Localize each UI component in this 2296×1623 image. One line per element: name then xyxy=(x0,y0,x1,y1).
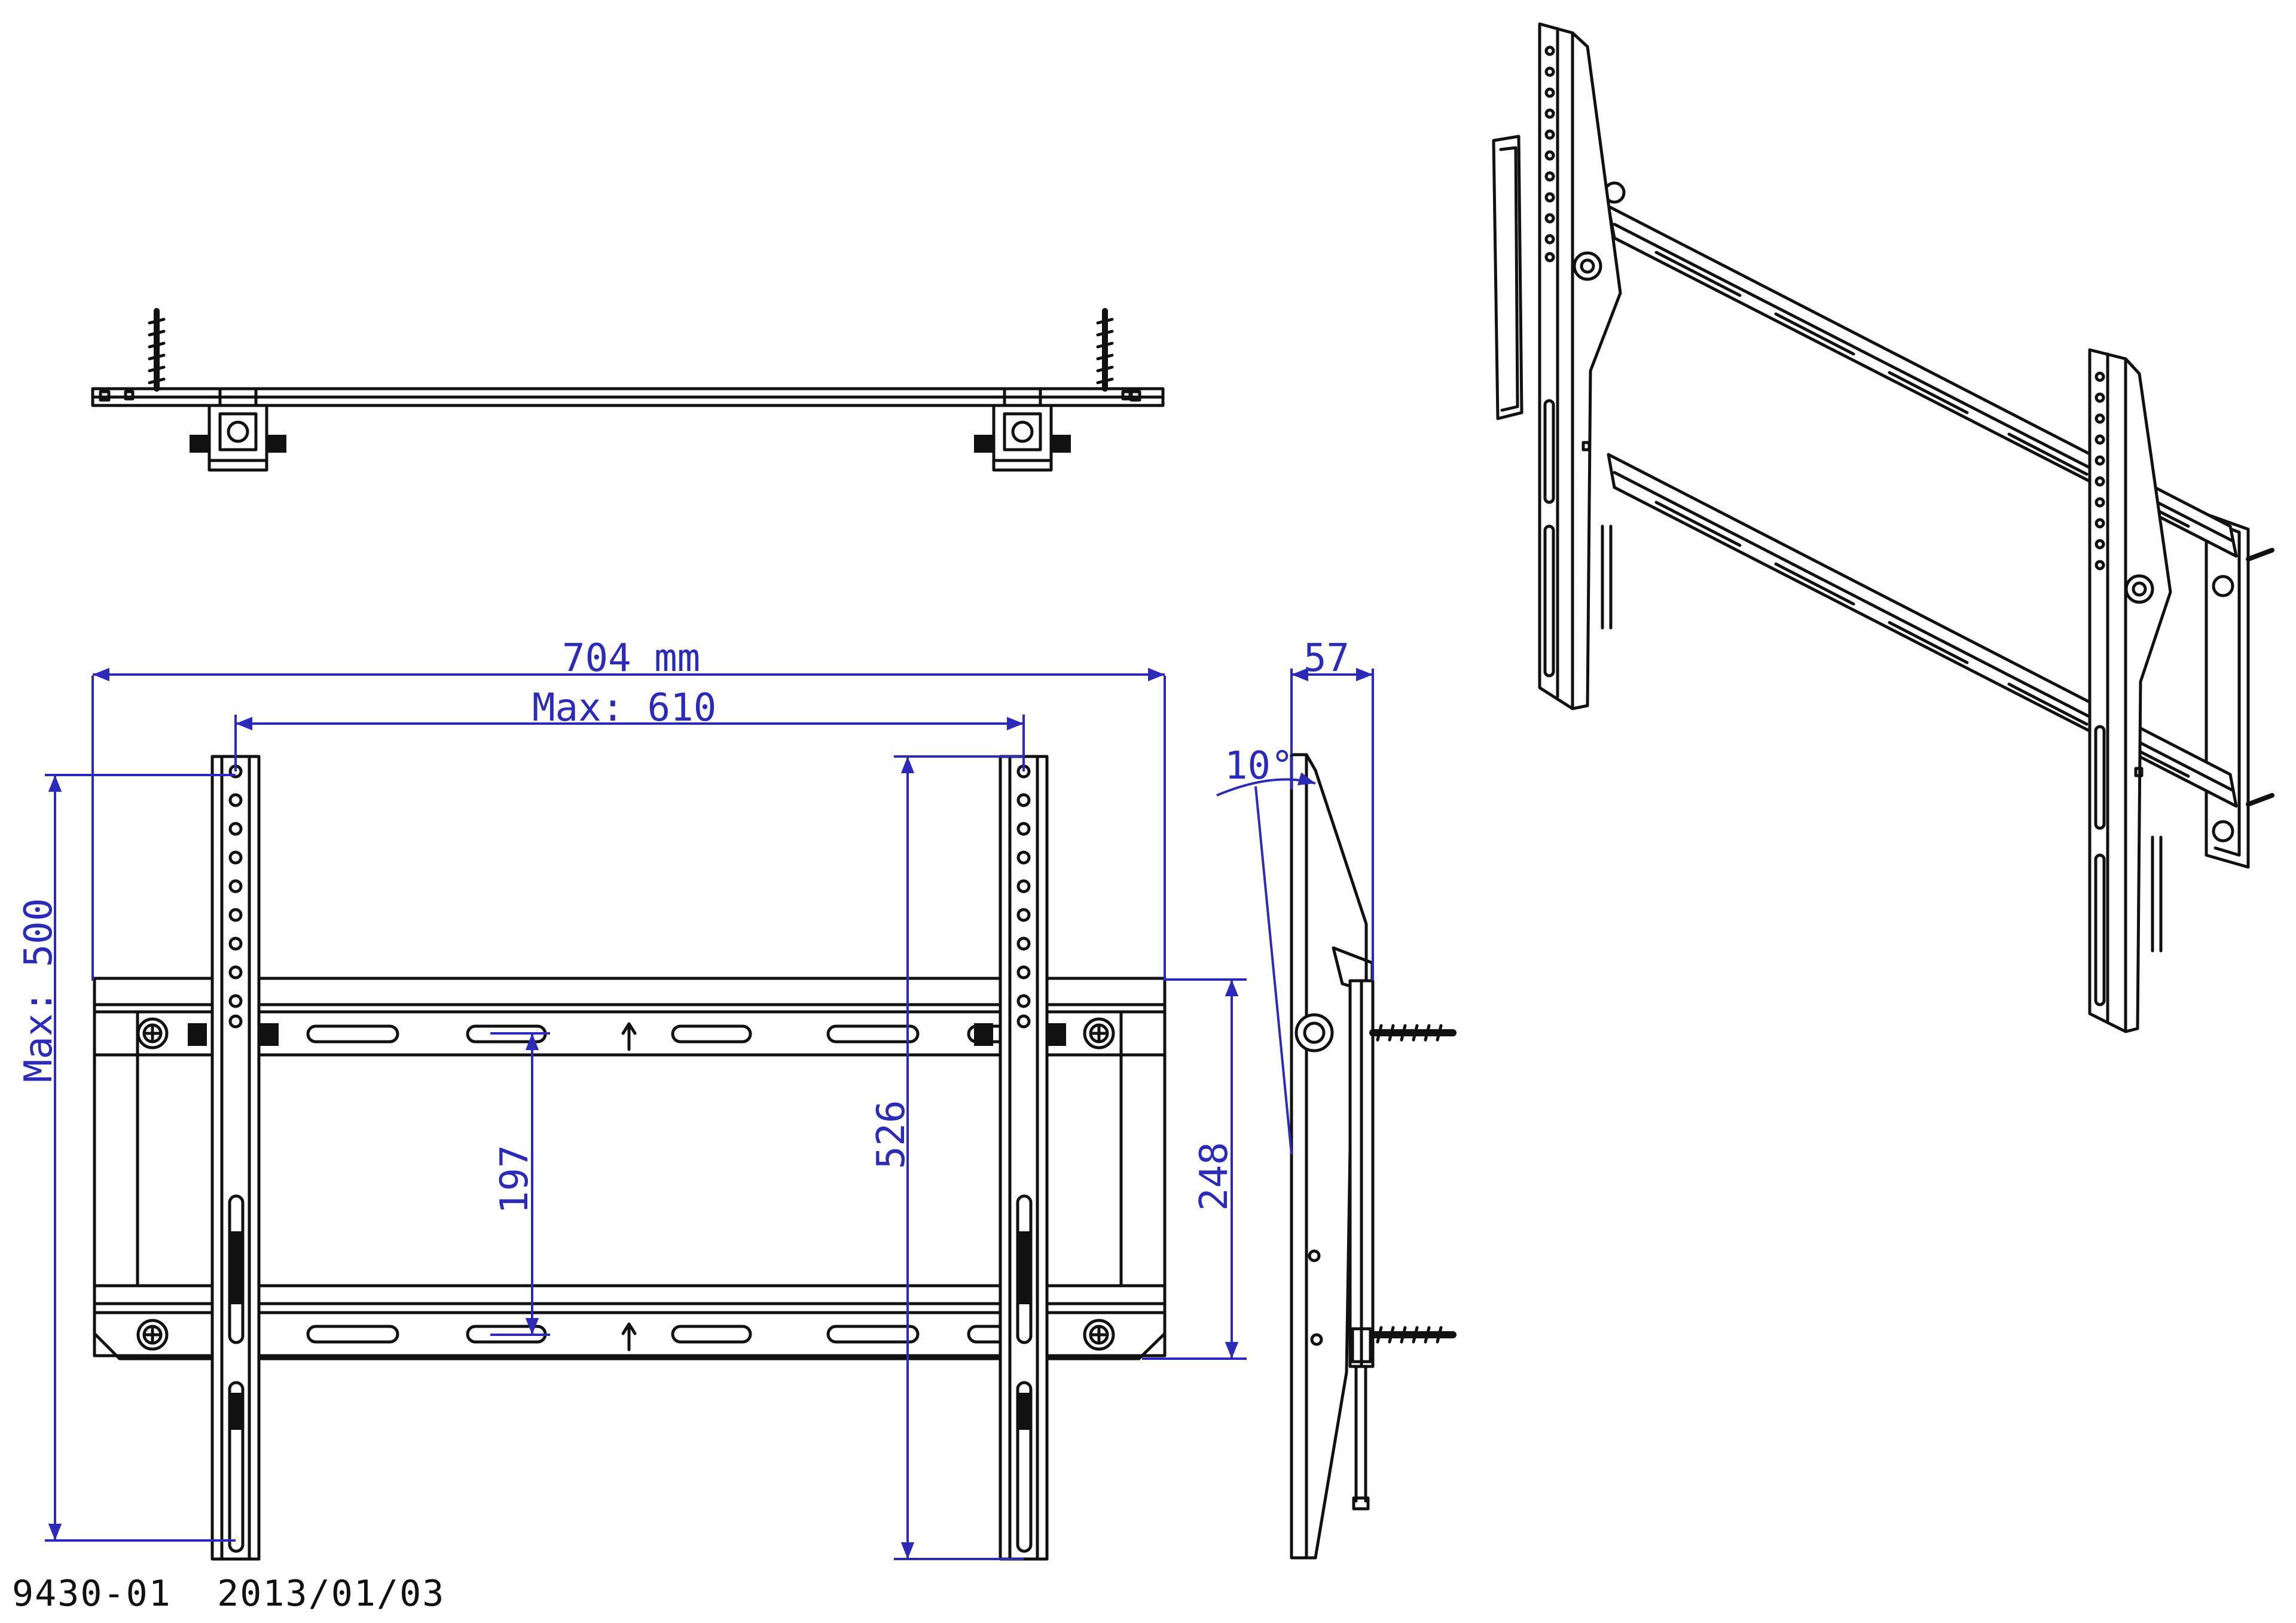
dim-arm-length: 526 xyxy=(869,1100,914,1169)
top-bracket-right xyxy=(974,387,1071,472)
drawing-footer: 9430-01 2013/01/03 xyxy=(12,1573,445,1615)
dimension-labels: 704 mm Max: 610 Max: 500 526 197 248 xyxy=(17,636,1236,1214)
dim-max-horizontal: Max: 610 xyxy=(532,686,716,730)
top-view xyxy=(91,308,1165,472)
side-wall-screw-top xyxy=(1369,1024,1457,1042)
dim-max-vertical: Max: 500 xyxy=(17,898,61,1082)
rail-slots-bottom xyxy=(306,1322,1018,1352)
dim-depth: 57 xyxy=(1303,636,1349,681)
drawing-date: 2013/01/03 xyxy=(217,1573,445,1615)
side-view: 57 10° xyxy=(1216,636,1457,1560)
dimension-lines xyxy=(45,667,1247,1560)
dim-tilt-angle: 10° xyxy=(1225,744,1294,788)
vertical-arm-right xyxy=(999,755,1049,1561)
perspective-view xyxy=(1492,22,2274,1033)
top-bracket-left xyxy=(190,387,286,472)
drawing-code: 9430-01 xyxy=(12,1573,172,1615)
dim-rail-spacing: 197 xyxy=(493,1145,537,1214)
vertical-arm-left xyxy=(210,755,261,1561)
side-wall-screw-bottom xyxy=(1369,1326,1457,1344)
wall-screw-left xyxy=(148,308,166,392)
dim-plate-height: 248 xyxy=(1192,1142,1236,1211)
wall-screw-heads xyxy=(136,1017,1115,1351)
wall-screw-right xyxy=(1096,308,1114,392)
front-view: 704 mm Max: 610 Max: 500 526 197 248 xyxy=(17,636,1247,1561)
dim-overall-width: 704 mm xyxy=(562,636,700,681)
rail-slots-top xyxy=(306,1022,1018,1051)
